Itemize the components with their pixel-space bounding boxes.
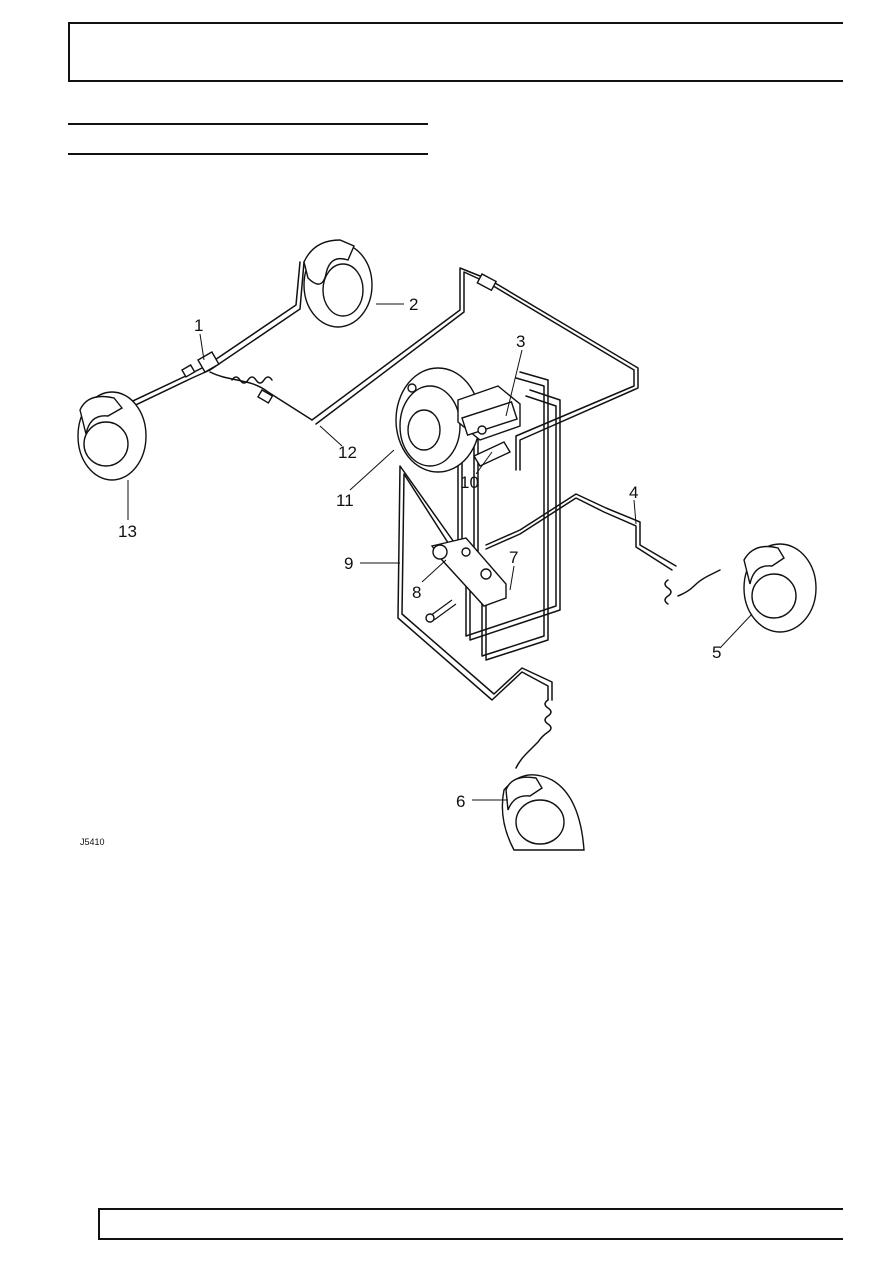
callout-10: 10	[460, 473, 479, 492]
brake-servo-and-master-cylinder	[395, 367, 521, 473]
front-right-brake-disc	[743, 543, 817, 633]
callout-3: 3	[516, 332, 525, 351]
callout-1: 1	[194, 316, 203, 335]
callout-12: 12	[338, 443, 357, 462]
callout-9: 9	[344, 554, 353, 573]
header-frame	[68, 22, 843, 82]
figure-reference: J5410	[80, 837, 105, 847]
brake-pipes	[117, 261, 677, 701]
flexible-hoses	[231, 376, 721, 769]
callout-6: 6	[456, 792, 465, 811]
rear-left-brake-disc	[77, 391, 147, 481]
callout-4: 4	[629, 483, 638, 502]
callout-7: 7	[509, 548, 518, 567]
callout-labels: 1 2 3 4 5 6 7 8 9 10 11 12 13 J5410	[80, 295, 721, 847]
callout-leaders	[127, 303, 753, 801]
callout-13: 13	[118, 522, 137, 541]
callout-11: 11	[336, 491, 354, 510]
title-rule-top	[68, 123, 428, 125]
callout-2: 2	[409, 295, 418, 314]
rear-right-brake-disc	[303, 239, 373, 328]
callout-5: 5	[712, 643, 721, 662]
footer-frame	[98, 1208, 843, 1240]
title-rule-bottom	[68, 153, 428, 155]
front-left-brake-disc	[501, 774, 585, 851]
callout-8: 8	[412, 583, 421, 602]
pressure-reducing-valve	[425, 537, 507, 623]
